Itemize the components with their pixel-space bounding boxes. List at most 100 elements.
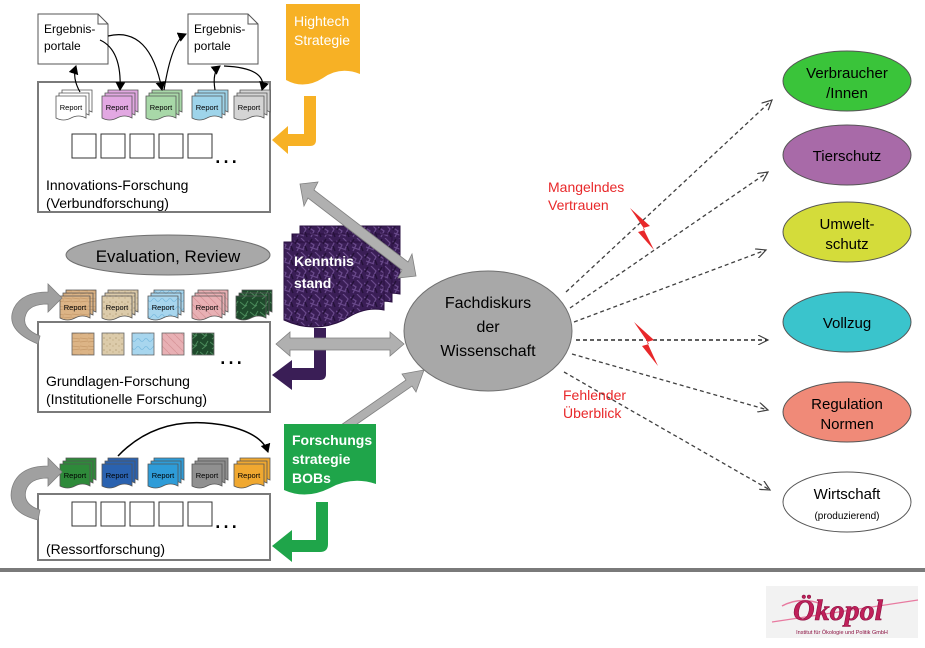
report-label: Report (106, 471, 129, 480)
report-stack-top-4: Report (191, 89, 229, 121)
report-stack-bottom-4: Report (191, 457, 229, 489)
evaluation-label: Evaluation, Review (96, 247, 241, 266)
report-stack-middle-2: Report (101, 289, 139, 321)
report-label: Report (64, 471, 87, 480)
report-stack-top-5: Report (233, 89, 271, 121)
strategie-arrow (272, 502, 328, 562)
placeholder-square (129, 133, 155, 159)
portal-right-line1: Ergebnis- (194, 22, 245, 36)
placeholder-square (187, 501, 213, 527)
forschungsstrategie-doc: Forschungs strategie BOBs (284, 424, 376, 495)
innovations-subtitle: (Verbundforschung) (46, 195, 169, 211)
mangelndes-line1: Mangelndes (548, 179, 624, 195)
report-stacks-middle: Report Report Report Report (59, 289, 273, 321)
texture-squares-middle (71, 332, 215, 356)
hightech-line2: Strategie (294, 32, 350, 48)
placeholder-square (71, 501, 97, 527)
report-stack-middle-5 (235, 289, 273, 321)
ellipsis-bottom: … (213, 504, 239, 534)
center-line1: Fachdiskurs (445, 295, 531, 312)
stakeholder-3: Umwelt-schutz (782, 201, 912, 263)
stakeholder-1: Verbraucher/Innen (782, 50, 912, 112)
report-label: Report (64, 303, 87, 312)
lightning-bolt-top (630, 208, 654, 250)
dashed-arrow-6 (563, 371, 770, 490)
fehlender-line2: Überblick (563, 404, 622, 421)
stakeholder-label: Vollzug (823, 315, 871, 332)
ergebnisportale-right: Ergebnis- portale (187, 13, 259, 65)
footer-divider (0, 568, 925, 572)
report-label: Report (238, 471, 261, 480)
report-stacks-bottom: Report Report Report Report Report (59, 457, 271, 489)
grundlagen-title: Grundlagen-Forschung (46, 373, 190, 389)
stakeholder-label-line2: Normen (820, 416, 873, 433)
report-stack-middle-3: Report (147, 289, 185, 321)
placeholder-square (71, 133, 97, 159)
hightech-line1: Hightech (294, 13, 349, 29)
texture-square (191, 332, 215, 356)
strategie-line2: strategie (292, 451, 351, 467)
grundlagen-subtitle: (Institutionelle Forschung) (46, 391, 207, 407)
logo-subtitle: Institut für Ökologie und Politik GmbH (796, 629, 888, 636)
stakeholder-label-line2: (produzierend) (814, 511, 879, 522)
kenntnis-line2: stand (294, 275, 331, 291)
report-label: Report (152, 303, 175, 312)
report-stack-middle-1: Report (59, 289, 97, 321)
stakeholder-6: Wirtschaft (produzierend) (782, 471, 912, 533)
portal-right-line2: portale (194, 39, 231, 53)
report-stack-top-1: Report (55, 89, 93, 121)
lightning-bolt-middle (634, 322, 658, 366)
portal-left-line2: portale (44, 39, 81, 53)
placeholder-square (129, 501, 155, 527)
report-stacks-top: Report Report Report Report Report (55, 89, 271, 121)
strategie-line3: BOBs (292, 470, 331, 486)
dashed-arrow-5 (571, 353, 768, 410)
texture-square (71, 332, 95, 356)
portal-left-line1: Ergebnis- (44, 22, 95, 36)
center-line3: Wissenschaft (440, 343, 536, 360)
ellipsis-top: … (213, 139, 239, 169)
report-stack-middle-4: Report (191, 289, 229, 321)
fehlender-line1: Fehlender (563, 387, 626, 403)
label-mangelndes-vertrauen: Mangelndes Vertrauen (548, 179, 624, 213)
kenntnisstand-stack: Kenntnis stand (283, 225, 401, 328)
report-label: Report (152, 471, 175, 480)
report-label: Report (106, 103, 129, 112)
stakeholder-4: Vollzug (782, 291, 912, 353)
report-stack-bottom-2: Report (101, 457, 139, 489)
gray-arrows (275, 181, 425, 441)
dashed-arrow-3 (573, 250, 766, 323)
stakeholder-label-line1: Regulation (811, 396, 883, 413)
dashed-arrow-2 (569, 172, 768, 309)
stakeholder-label-line1: Wirtschaft (814, 486, 882, 503)
report-stack-bottom-5: Report (233, 457, 271, 489)
ergebnisportale-left: Ergebnis- portale (37, 13, 109, 65)
report-label: Report (150, 103, 173, 112)
texture-square (131, 332, 155, 356)
stakeholder-label-line2: schutz (825, 236, 868, 253)
report-label: Report (196, 303, 219, 312)
bottom-cycle-arrow (10, 457, 63, 521)
placeholder-square (158, 501, 184, 527)
report-label: Report (106, 303, 129, 312)
stakeholder-2: Tierschutz (782, 124, 912, 186)
oekopol-logo: Ökopol Institut für Ökologie und Politik… (766, 586, 919, 638)
report-stack-bottom-1: Report (59, 457, 97, 489)
hightech-arrow (272, 96, 316, 154)
report-label: Report (60, 103, 83, 112)
evaluation-review: Evaluation, Review (65, 234, 271, 276)
placeholder-square (100, 133, 126, 159)
ellipsis-middle: … (218, 340, 244, 370)
bottom-curve-arrow (117, 421, 271, 457)
stakeholder-label-line2: /Innen (826, 85, 868, 102)
portal-connectors (68, 32, 269, 93)
report-stack-top-2: Report (101, 89, 139, 121)
empty-squares-bottom (71, 501, 213, 527)
middle-cycle-arrow (11, 283, 63, 345)
label-fehlender-ueberblick: Fehlender Überblick (563, 387, 626, 421)
mangelndes-line2: Vertrauen (548, 197, 609, 213)
report-label: Report (196, 103, 219, 112)
texture-square (161, 332, 185, 356)
